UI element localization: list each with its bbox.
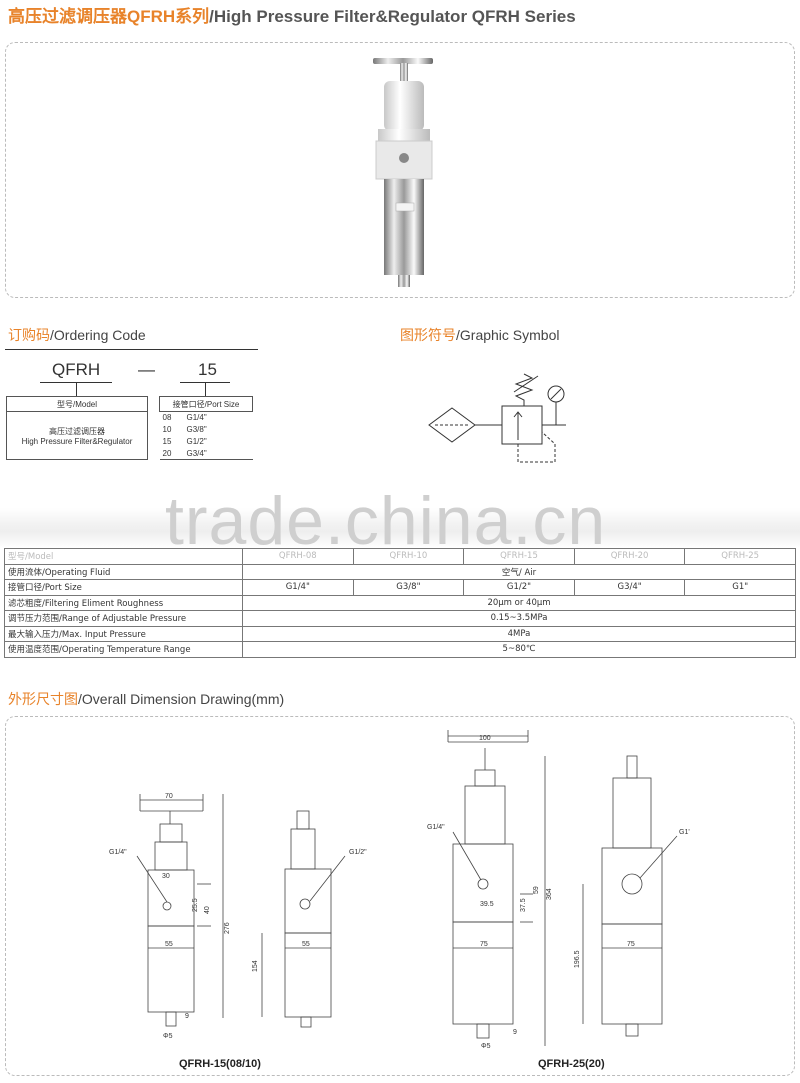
- rf-d395: 39.5: [480, 901, 494, 908]
- rf-d9: 9: [513, 1029, 517, 1036]
- caption-right: QFRH-25(20): [538, 1058, 605, 1070]
- ls-port: G1/2": [349, 849, 367, 856]
- rf-d59: 59: [533, 886, 540, 894]
- model-header: 型号/Model: [6, 396, 148, 412]
- spec-row-input: 最大输入压力/Max. Input Pressure 4MPa: [4, 625, 796, 642]
- port-header: 接管口径/Port Size: [159, 396, 253, 412]
- ls-width-body: 55: [302, 941, 310, 948]
- spec-row-filter: 滤芯粗度/Filtering Eliment Roughness 20μm or…: [4, 594, 796, 611]
- product-photo-box: [5, 42, 795, 298]
- dimension-box: [5, 716, 795, 1076]
- watermark: trade.china.cn: [165, 483, 607, 559]
- lf-d30: 30: [162, 873, 170, 880]
- lf-width-top: 70: [165, 793, 173, 800]
- rs-width-body: 75: [627, 941, 635, 948]
- lf-phi: Φ5: [163, 1033, 173, 1040]
- code-dash: —: [138, 360, 155, 379]
- rs-port: G1': [679, 829, 690, 836]
- dimension-heading: 外形尺寸图/Overall Dimension Drawing(mm): [8, 691, 285, 707]
- lf-d40: 40: [204, 906, 211, 914]
- ls-height: 154: [252, 960, 259, 972]
- rf-port: G1/4": [427, 824, 445, 831]
- spec-row-port: 接管口径/Port Size G1/4" G3/8" G1/2" G3/4" G…: [4, 579, 796, 596]
- rf-width-body: 75: [480, 941, 488, 948]
- lf-width-body: 55: [165, 941, 173, 948]
- code-connector-left: [76, 382, 77, 396]
- rf-phi: Φ5: [481, 1043, 491, 1050]
- graphic-symbol: [428, 373, 566, 463]
- code-port: 15: [198, 360, 217, 379]
- page-title: 高压过滤调压器QFRH系列/High Pressure Filter&Regul…: [8, 7, 576, 26]
- code-connector-right: [205, 382, 206, 396]
- spec-row-model: 型号/Model QFRH-08 QFRH-10 QFRH-15 QFRH-20…: [4, 548, 796, 565]
- lf-d9: 9: [185, 1013, 189, 1020]
- spec-row-fluid: 使用流体/Operating Fluid 空气/ Air: [4, 563, 796, 580]
- model-desc: 高压过滤调压器 High Pressure Filter&Regulator: [6, 411, 148, 460]
- rf-height: 364: [546, 888, 553, 900]
- ordering-rule: [5, 349, 258, 350]
- model-table: 型号/Model 高压过滤调压器 High Pressure Filter&Re…: [6, 396, 148, 460]
- dimension-drawing: 70 30 25.5 40 276 55 G1/4" 9 Φ5 G1/2" 55…: [109, 730, 690, 1050]
- watermark-band: [0, 508, 800, 548]
- lf-height: 276: [224, 922, 231, 934]
- rs-height: 196.5: [574, 950, 581, 968]
- lf-d255: 25.5: [192, 898, 199, 912]
- product-photo: [373, 58, 433, 287]
- rf-width-top: 100: [479, 735, 491, 742]
- code-model: QFRH: [52, 360, 101, 379]
- ordering-code-heading: 订购码/Ordering Code: [8, 327, 146, 343]
- graphic-symbol-heading: 图形符号/Graphic Symbol: [400, 327, 560, 343]
- lf-port: G1/4": [109, 849, 127, 856]
- spec-row-range: 调节压力范围/Range of Adjustable Pressure 0.15…: [4, 610, 796, 627]
- spec-table: 型号/Model QFRH-08 QFRH-10 QFRH-15 QFRH-20…: [4, 548, 796, 658]
- spec-row-temp: 使用温度范围/Operating Temperature Range 5~80℃: [4, 641, 796, 658]
- caption-left: QFRH-15(08/10): [179, 1058, 261, 1070]
- rf-d375: 37.5: [520, 898, 527, 912]
